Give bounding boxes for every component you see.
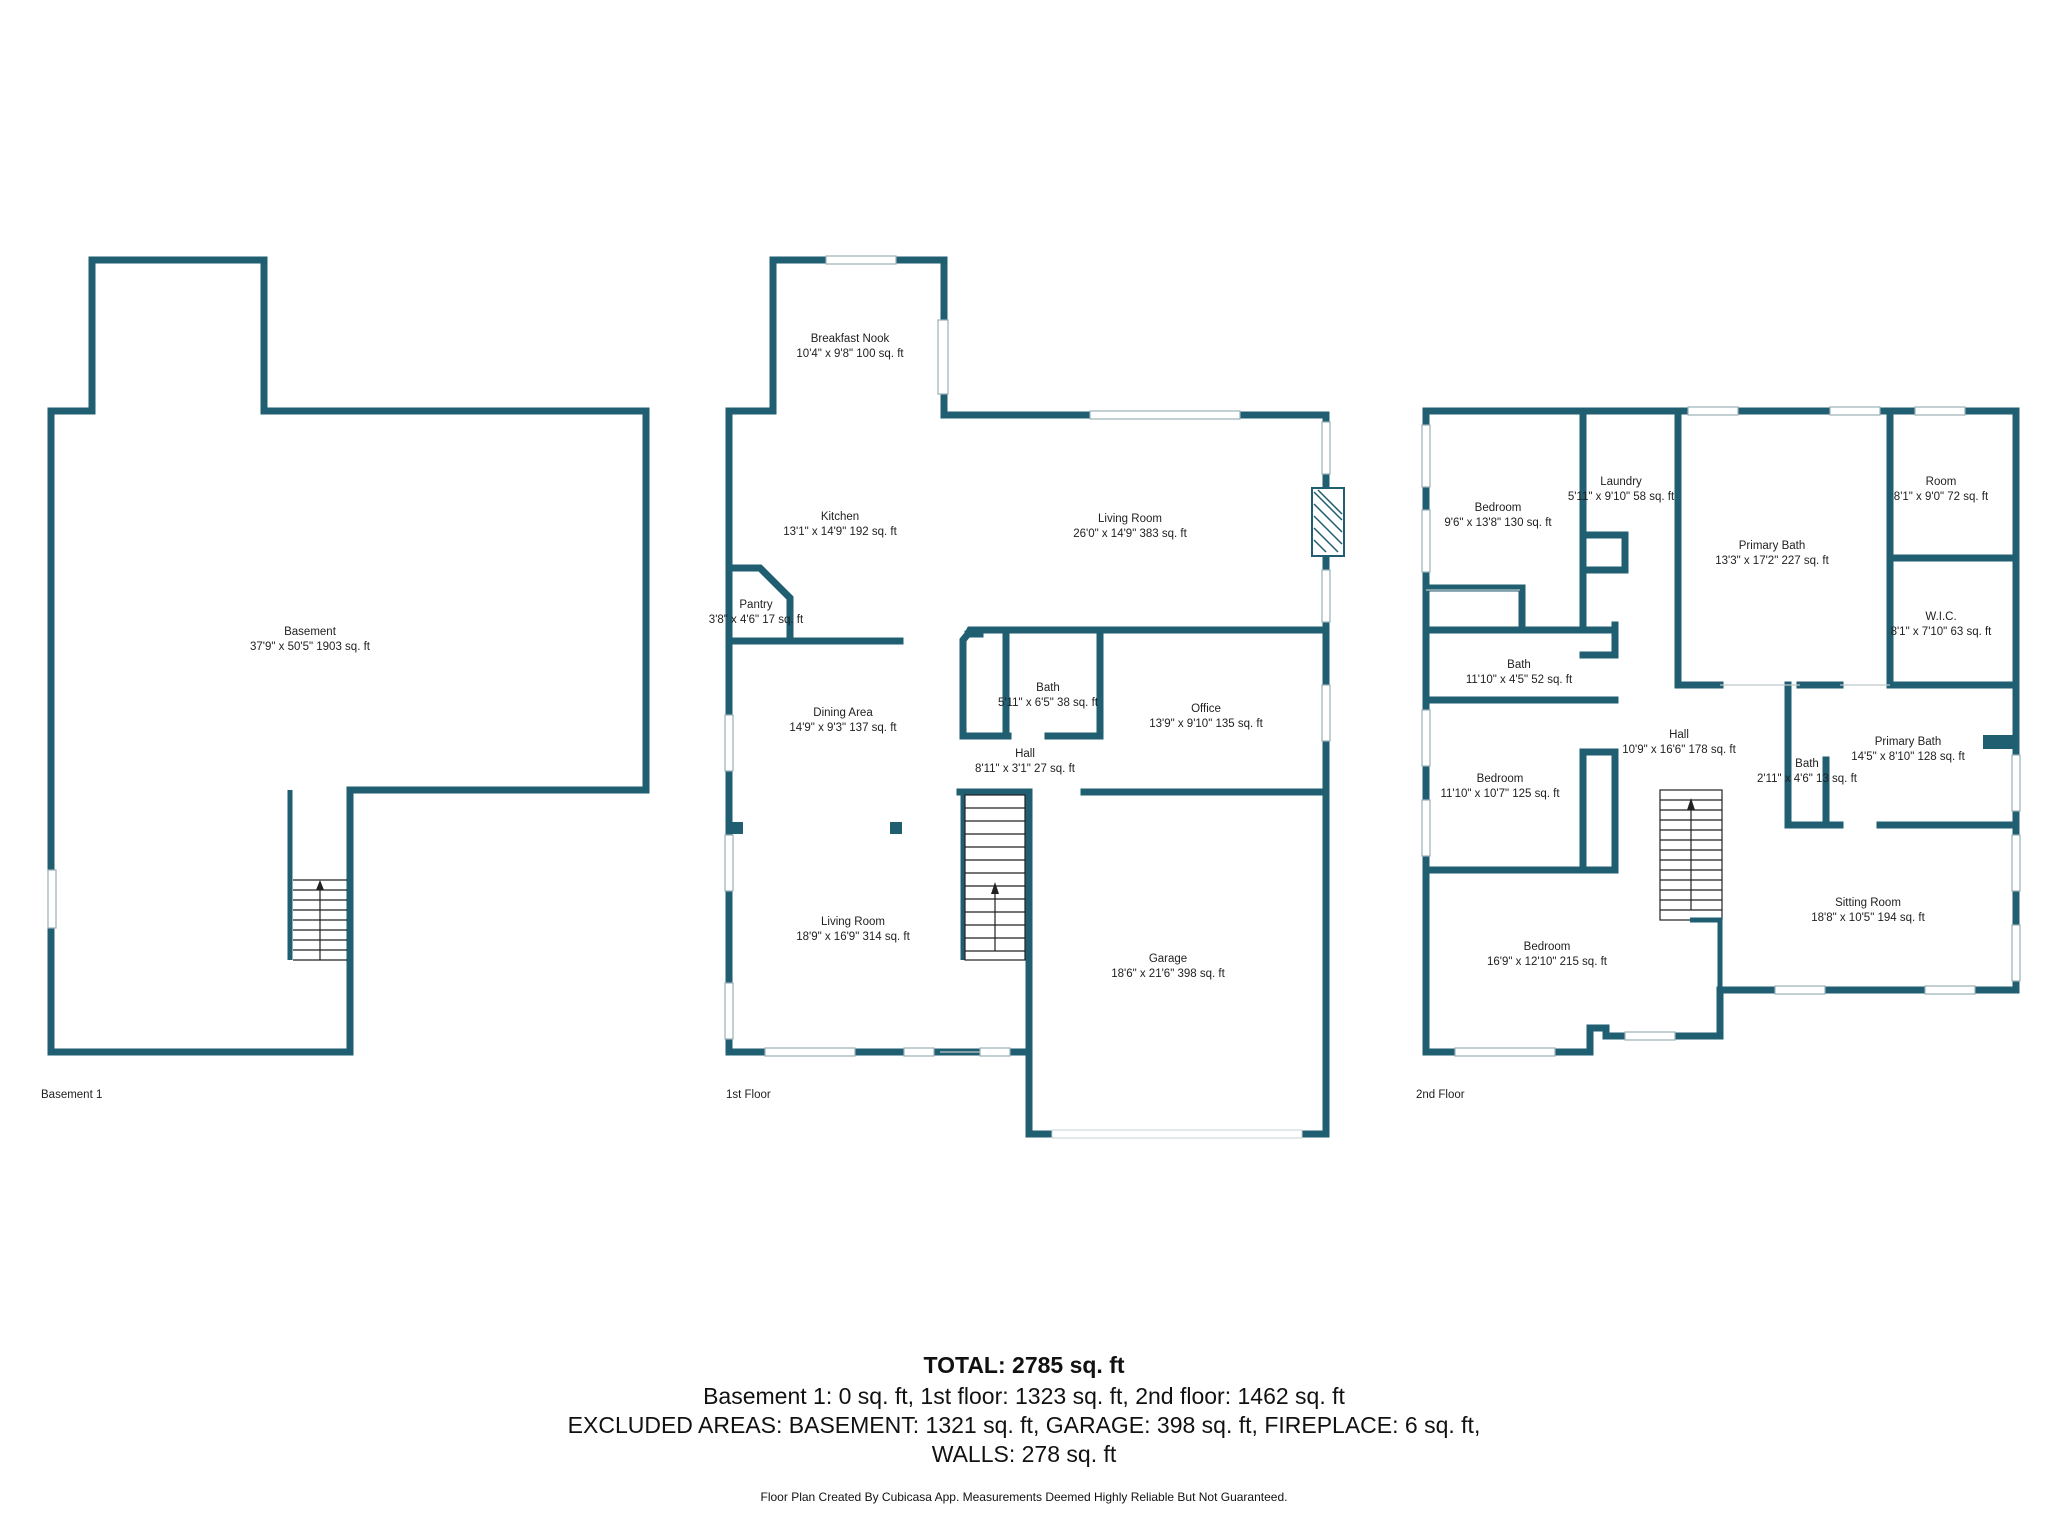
room-name-laundry: Laundry — [1600, 476, 1642, 488]
room-name-bath-2: Bath — [1507, 659, 1531, 671]
room-dim-primary-bath-b: 14'5" x 8'10" 128 sq. ft — [1851, 751, 1965, 763]
bed-a-window-2 — [1421, 509, 1431, 573]
room-name-hall-2: Hall — [1669, 729, 1689, 741]
room-labels: Basement 37'9" x 50'5" 1903 sq. ft Break… — [250, 333, 1992, 980]
room-name-living-room-2: Living Room — [821, 916, 885, 928]
front-window-3 — [979, 1047, 1011, 1057]
primary-bath-window-1 — [1687, 406, 1739, 416]
basement-outline — [47, 256, 650, 1056]
room-dim-primary-bath-a: 13'3" x 17'2" 227 sq. ft — [1715, 555, 1829, 567]
bed-a-window-1 — [1421, 424, 1431, 488]
basement-plan — [47, 256, 650, 1056]
room-dim-bedroom-c: 16'9" x 12'10" 215 sq. ft — [1487, 956, 1608, 968]
room-dim-dining-area: 14'9" x 9'3" 137 sq. ft — [789, 722, 897, 734]
room-dim-living-room-2: 18'9" x 16'9" 314 sq. ft — [796, 931, 910, 943]
room-name-primary-bath-b: Primary Bath — [1875, 736, 1941, 748]
room-name-kitchen: Kitchen — [821, 511, 859, 523]
floor-label-second: 2nd Floor — [1416, 1089, 1465, 1101]
credit-note: Floor Plan Created By Cubicasa App. Meas… — [760, 1490, 1288, 1504]
room-dim-bath-1: 5'11" x 6'5" 38 sq. ft — [998, 697, 1099, 709]
room-name-bedroom-a: Bedroom — [1475, 502, 1522, 514]
room-name-wic: W.I.C. — [1925, 611, 1956, 623]
floor-area-summary: Basement 1: 0 sq. ft, 1st floor: 1323 sq… — [703, 1383, 1345, 1409]
bed-c-window-2 — [1624, 1031, 1676, 1041]
room-name-bath-1: Bath — [1036, 682, 1060, 694]
room-dim-garage: 18'6" x 21'6" 398 sq. ft — [1111, 968, 1225, 980]
sitting-window-3 — [1774, 985, 1826, 995]
room-name-office: Office — [1191, 703, 1221, 715]
room-name-basement: Basement — [284, 626, 337, 638]
room-dim-bedroom-b: 11'10" x 10'7" 125 sq. ft — [1440, 788, 1560, 800]
room-dim-kitchen: 13'1" x 14'9" 192 sq. ft — [783, 526, 897, 538]
room-name-garage: Garage — [1149, 953, 1187, 965]
room-dim-basement: 37'9" x 50'5" 1903 sq. ft — [250, 641, 371, 653]
room-name-bedroom-c: Bedroom — [1524, 941, 1571, 953]
room-dim-bath-3: 2'11" x 4'6" 13 sq. ft — [1757, 773, 1858, 785]
basement-window — [47, 869, 57, 929]
walls-area: WALLS: 278 sq. ft — [931, 1441, 1117, 1467]
living-window — [1089, 410, 1241, 420]
room-name-pantry: Pantry — [739, 599, 772, 611]
room-name-sitting-room: Sitting Room — [1835, 897, 1901, 909]
bed-b-window-1 — [1421, 709, 1431, 767]
room-dim-sitting-room: 18'8" x 10'5" 194 sq. ft — [1811, 912, 1925, 924]
room-dim-bath-2: 11'10" x 4'5" 52 sq. ft — [1466, 674, 1573, 686]
room-window — [1914, 406, 1966, 416]
room-dim-room: 8'1" x 9'0" 72 sq. ft — [1894, 491, 1989, 503]
total-area: TOTAL: 2785 sq. ft — [923, 1352, 1125, 1378]
front-window-1 — [764, 1047, 856, 1057]
nook-side-window — [937, 319, 949, 395]
office-window — [1321, 684, 1331, 742]
sitting-window-2 — [2011, 924, 2021, 982]
room-dim-office: 13'9" x 9'10" 135 sq. ft — [1149, 718, 1263, 730]
bed-b-window-2 — [1421, 799, 1431, 857]
sitting-window-4 — [1924, 985, 1976, 995]
nook-window — [825, 255, 897, 265]
bed-c-window — [1454, 1047, 1556, 1057]
living-side-window-2 — [1321, 569, 1331, 623]
fireplace — [1311, 487, 1345, 557]
room-name-breakfast-nook: Breakfast Nook — [811, 333, 890, 345]
room-name-bedroom-b: Bedroom — [1477, 773, 1524, 785]
second-floor-plan — [1421, 406, 2021, 1057]
floor-label-first: 1st Floor — [726, 1089, 771, 1101]
floor-label-basement: Basement 1 — [41, 1089, 102, 1101]
primary-bath-b-window — [2011, 754, 2021, 812]
room-dim-laundry: 5'11" x 9'10" 58 sq. ft — [1568, 491, 1675, 503]
basement-stairs — [287, 790, 347, 961]
room-name-primary-bath-a: Primary Bath — [1739, 540, 1805, 552]
room-dim-hall-1: 8'11" x 3'1" 27 sq. ft — [975, 763, 1076, 775]
room-name-room: Room — [1926, 476, 1957, 488]
room-name-hall-1: Hall — [1015, 748, 1035, 760]
room-name-living-room-1: Living Room — [1098, 513, 1162, 525]
first-floor-plan — [724, 255, 1345, 1139]
sitting-window-1 — [2011, 834, 2021, 892]
room-dim-breakfast-nook: 10'4" x 9'8" 100 sq. ft — [796, 348, 904, 360]
living2-window-2 — [724, 982, 734, 1040]
excluded-areas: EXCLUDED AREAS: BASEMENT: 1321 sq. ft, G… — [567, 1412, 1481, 1438]
floor-labels: Basement 1 1st Floor 2nd Floor — [41, 1089, 1465, 1101]
living-side-window-1 — [1321, 421, 1331, 475]
living2-window-1 — [724, 834, 734, 892]
front-window-2 — [903, 1047, 935, 1057]
dining-window — [724, 714, 734, 772]
primary-bath-window-2 — [1829, 406, 1881, 416]
room-dim-bedroom-a: 9'6" x 13'8" 130 sq. ft — [1444, 517, 1552, 529]
first-floor-stairs — [960, 792, 1026, 961]
room-dim-living-room-1: 26'0" x 14'9" 383 sq. ft — [1073, 528, 1187, 540]
room-name-dining-area: Dining Area — [813, 707, 873, 719]
room-dim-pantry: 3'8" x 4'6" 17 sq. ft — [709, 614, 804, 626]
room-dim-wic: 8'1" x 7'10" 63 sq. ft — [1891, 626, 1993, 638]
second-floor-stairs — [1659, 789, 1723, 1030]
room-name-bath-3: Bath — [1795, 758, 1819, 770]
room-dim-hall-2: 10'9" x 16'6" 178 sq. ft — [1622, 744, 1736, 756]
